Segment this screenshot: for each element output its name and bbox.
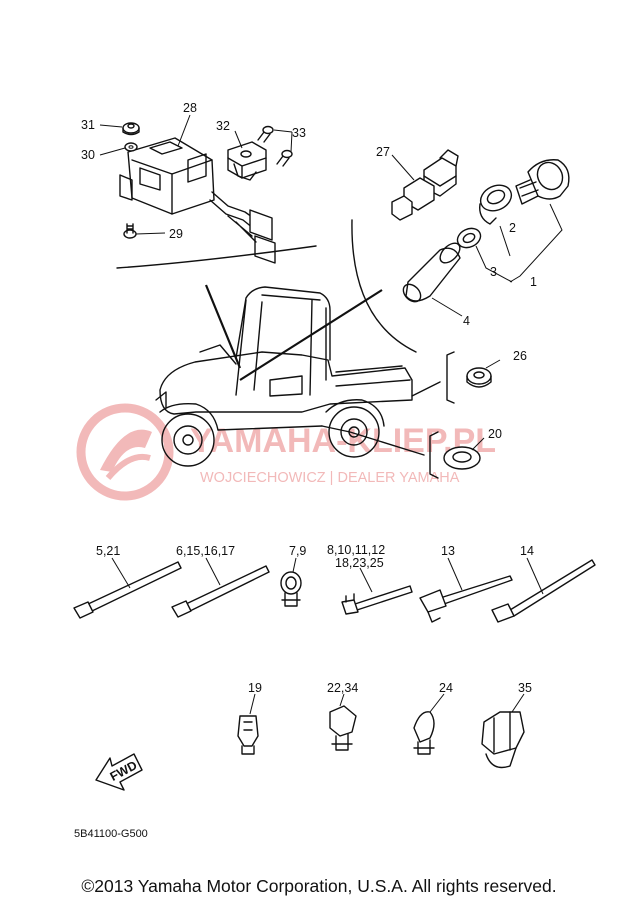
callout-8-line1: 8,10,11,12 xyxy=(327,543,385,557)
diagram-code: 5B41100-G500 xyxy=(74,828,148,840)
washer-30 xyxy=(124,142,138,152)
group-bracket-left xyxy=(116,245,317,269)
cable-tie-14 xyxy=(491,557,596,623)
callout-19: 19 xyxy=(248,681,262,695)
callout-30: 30 xyxy=(81,148,95,162)
watermark-logo xyxy=(76,403,174,501)
watermark: YAMAHA-KLIEP.PL WOJCIECHOWICZ | DEALER Y… xyxy=(76,403,496,501)
callout-33: 33 xyxy=(292,126,306,140)
pressure-switch-27 xyxy=(391,149,459,221)
callout-20: 20 xyxy=(488,427,502,441)
callout-28: 28 xyxy=(183,101,197,115)
cable-tie-6-15-16-17 xyxy=(171,557,270,618)
fwd-arrow-icon: FWD xyxy=(95,753,143,791)
nut-31 xyxy=(122,122,140,136)
callout-labels: 31 30 28 29 32 33 27 2 3 1 4 26 20 5,21 … xyxy=(81,101,537,695)
callout-5-21: 5,21 xyxy=(96,544,120,558)
callout-29: 29 xyxy=(169,227,183,241)
sensor-32 xyxy=(227,141,267,181)
group-bracket-right xyxy=(351,219,417,353)
leaders-top-right xyxy=(391,154,563,317)
callout-24: 24 xyxy=(439,681,453,695)
callout-31: 31 xyxy=(81,118,95,132)
leaders-top-left xyxy=(99,114,293,235)
cable-tie-8-10-11-12 xyxy=(341,567,413,615)
socket-cap-2 xyxy=(479,184,513,225)
clamp-7-9 xyxy=(280,557,302,607)
nut-3 xyxy=(456,227,482,249)
callout-22-34: 22,34 xyxy=(327,681,358,695)
switch-assembly-28 xyxy=(119,137,276,264)
grommet-20 xyxy=(429,431,485,479)
callout-6-15-16-17: 6,15,16,17 xyxy=(176,544,235,558)
socket-1 xyxy=(515,159,570,205)
callout-1: 1 xyxy=(530,275,537,289)
callout-4: 4 xyxy=(463,314,470,328)
callout-8-line2: 18,23,25 xyxy=(335,556,384,570)
callout-26: 26 xyxy=(513,349,527,363)
cable-tie-13 xyxy=(419,557,513,623)
clamp-19 xyxy=(237,693,259,755)
watermark-tagline: WOJCIECHOWICZ | DEALER YAMAHA xyxy=(200,470,460,486)
callout-13: 13 xyxy=(441,544,455,558)
copyright-notice: ©2013 Yamaha Motor Corporation, U.S.A. A… xyxy=(81,876,557,896)
callout-35: 35 xyxy=(518,681,532,695)
vehicle-illustration xyxy=(155,286,413,467)
screw-29 xyxy=(123,223,137,239)
clamp-35 xyxy=(481,693,525,769)
callout-2: 2 xyxy=(509,221,516,235)
callout-3: 3 xyxy=(490,265,497,279)
bolt-33 xyxy=(257,125,293,167)
callout-27: 27 xyxy=(376,145,390,159)
cable-tie-5-21 xyxy=(73,557,182,619)
clamp-22-34 xyxy=(329,693,357,751)
callout-14: 14 xyxy=(520,544,534,558)
callout-7-9: 7,9 xyxy=(289,544,306,558)
clamp-24 xyxy=(413,693,445,755)
socket-body-4 xyxy=(402,242,461,303)
grommet-26 xyxy=(446,351,501,404)
vehicle-leaders xyxy=(204,284,441,456)
callout-32: 32 xyxy=(216,119,230,133)
